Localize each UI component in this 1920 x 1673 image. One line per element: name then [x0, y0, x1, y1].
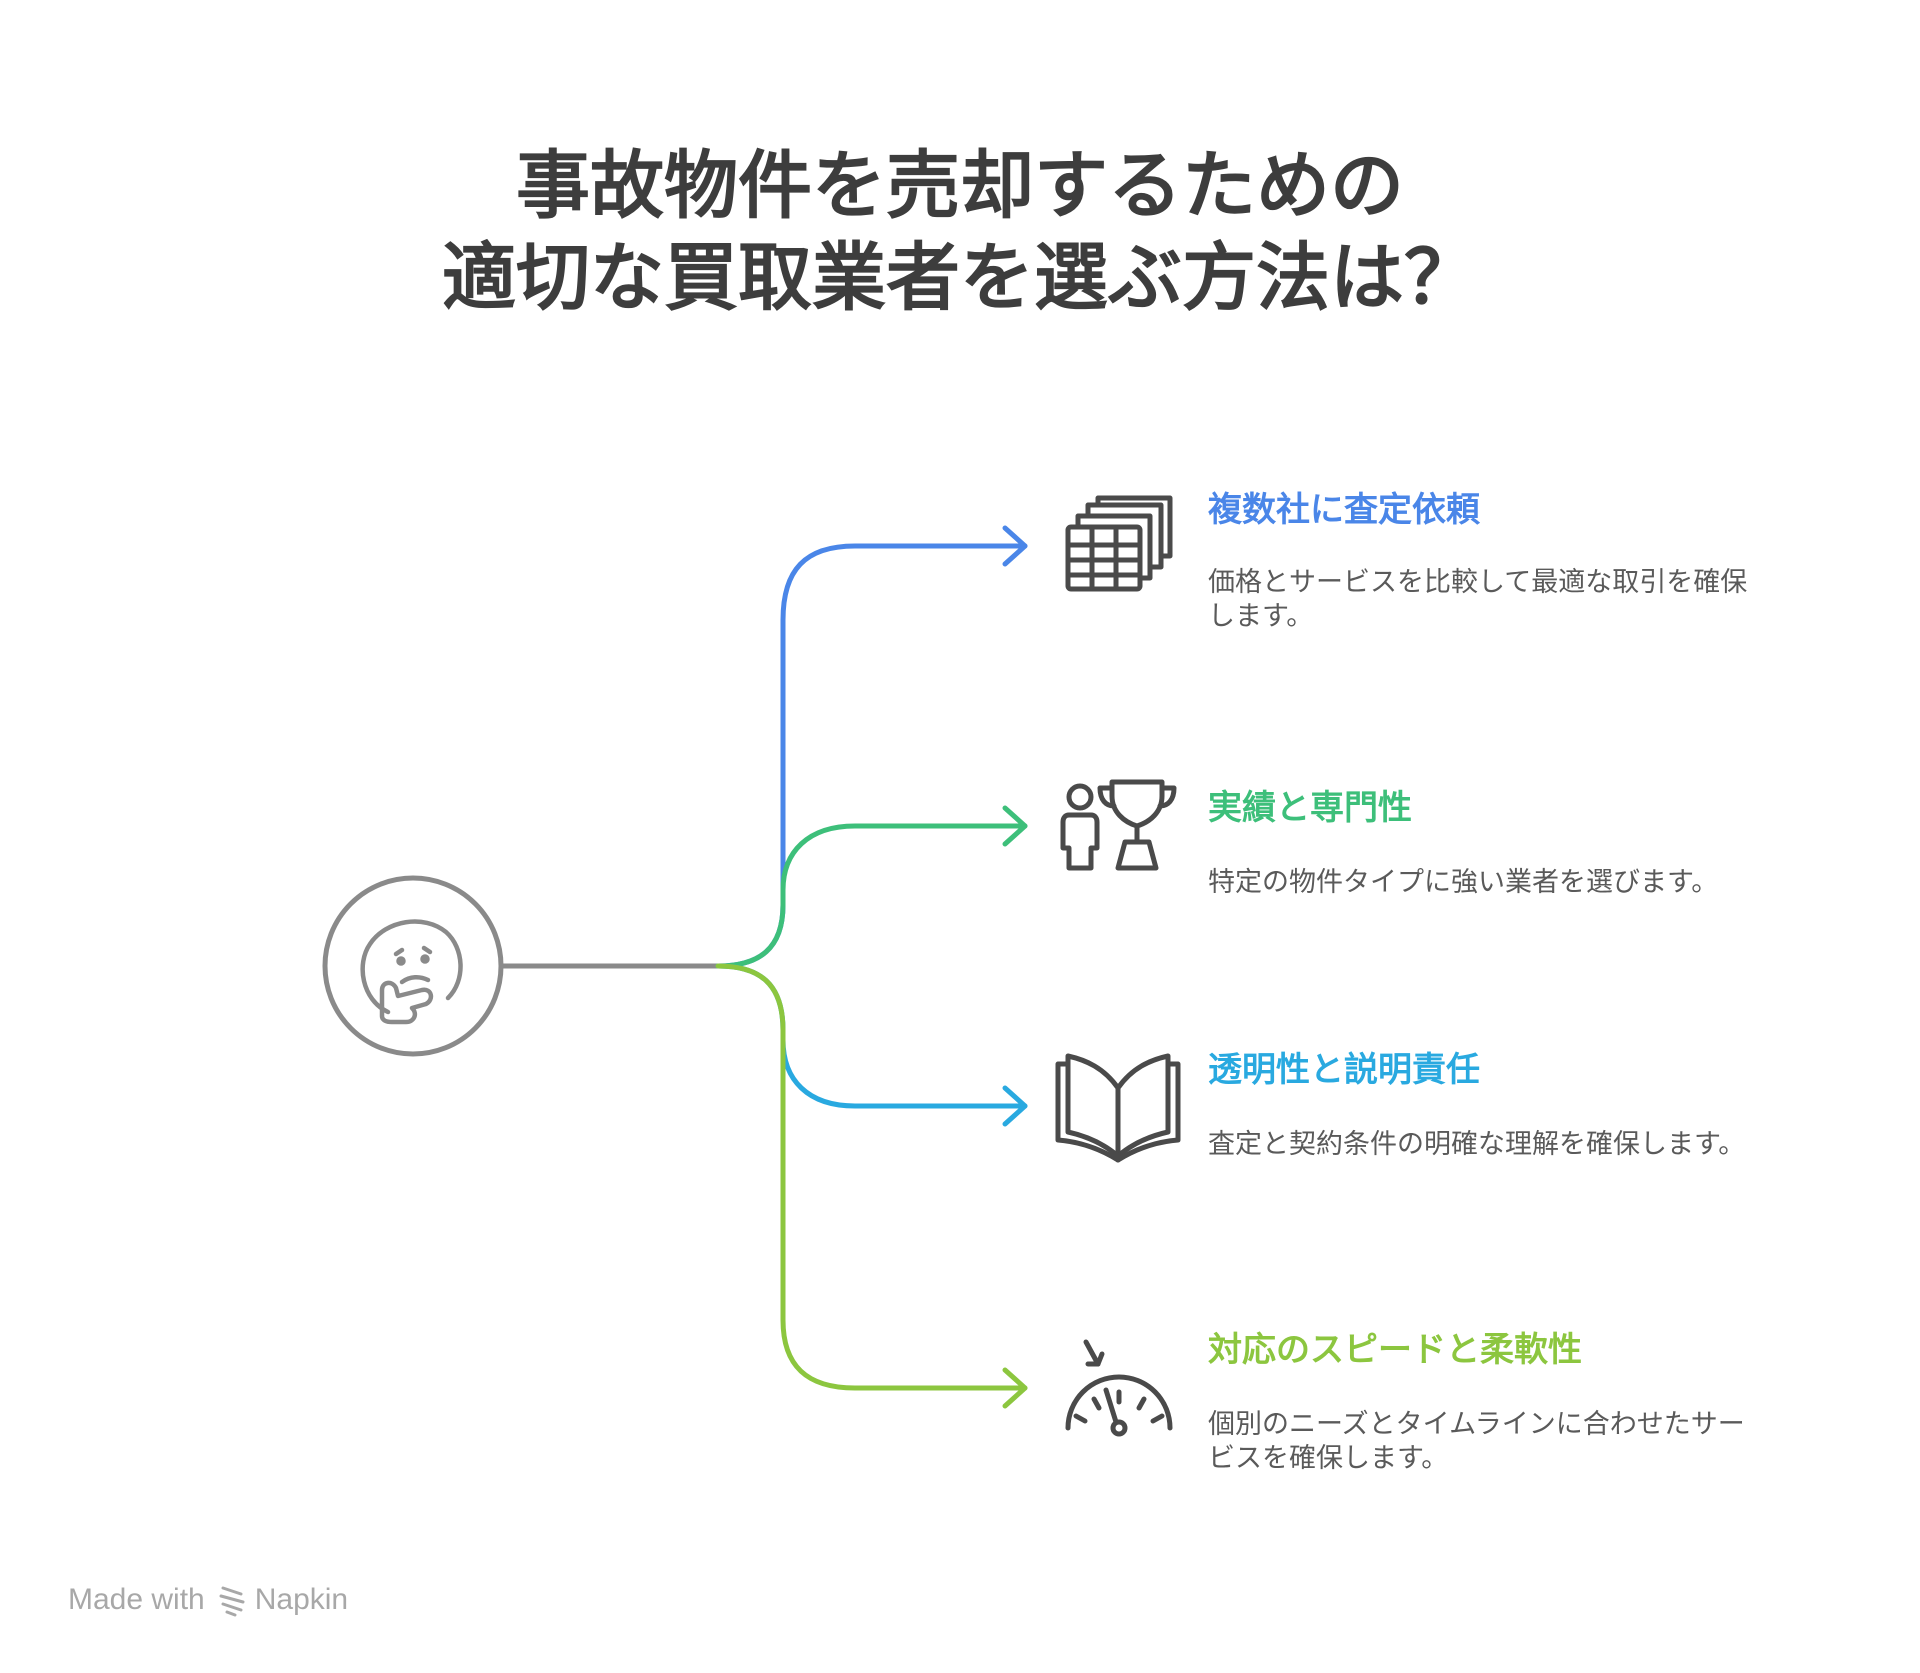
person-trophy-icon	[1060, 779, 1177, 871]
page-title: 事故物件を売却するための 適切な買取業者を選ぶ方法は？	[0, 140, 1920, 324]
branch-1-title: 複数社に査定依頼	[1208, 490, 1480, 530]
thinking-face-icon	[360, 919, 463, 1025]
title-line-2: 適切な買取業者を選ぶ方法は？	[442, 235, 1478, 321]
spreadsheet-stack-icon	[1065, 495, 1173, 592]
title-line-1: 事故物件を売却するための	[516, 143, 1404, 229]
open-book-icon	[1055, 1053, 1181, 1163]
branch-2-title: 実績と専門性	[1208, 788, 1412, 828]
branch-4-description: 個別のニーズとタイムラインに合わせたサービスを確保します。	[1208, 1409, 1745, 1474]
branch-connector-3	[715, 963, 1028, 1127]
root-node	[322, 875, 504, 1057]
speedometer-icon	[1065, 1339, 1173, 1437]
branch-3-title: 透明性と説明責任	[1208, 1050, 1480, 1090]
branch-1-description: 価格とサービスを比較して最適な取引を確保します。	[1208, 567, 1748, 632]
branch-connector-1	[715, 525, 1028, 969]
branch-4-title: 対応のスピードと柔軟性	[1208, 1330, 1582, 1370]
footer-attribution: Made with Napkin	[68, 1580, 348, 1620]
branch-connector-4	[715, 963, 1028, 1409]
footer-made-with: Made with	[68, 1583, 205, 1616]
root-circle	[322, 875, 504, 1057]
branch-3-description: 査定と契約条件の明確な理解を確保します。	[1208, 1129, 1746, 1160]
napkin-logo-icon	[219, 1586, 245, 1617]
footer-brand: Napkin	[254, 1583, 349, 1616]
branch-2-description: 特定の物件タイプに強い業者を選びます。	[1208, 867, 1719, 898]
branch-connector-2	[715, 805, 1028, 969]
